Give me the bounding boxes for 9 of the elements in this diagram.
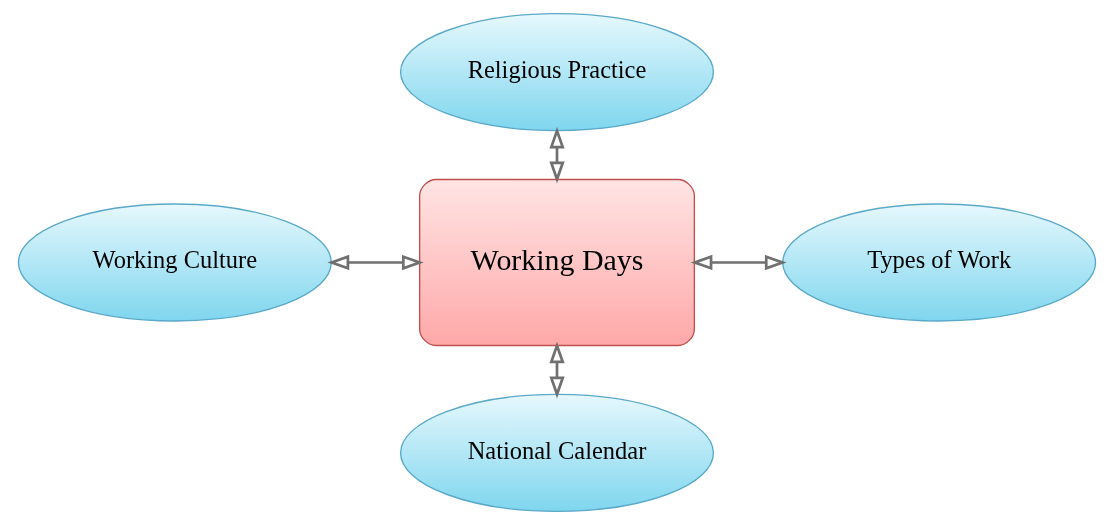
arrow [690,254,787,271]
node-box: Working Days [418,178,696,347]
node-ellipse: National Calendar [399,393,715,513]
node-ellipse: Types of Work [782,203,1097,322]
node-ellipse: Working Culture [17,203,332,322]
arrow [327,254,424,271]
arrow [549,341,565,399]
arrow [549,126,565,184]
node-ellipse: Religious Practice [399,12,715,132]
